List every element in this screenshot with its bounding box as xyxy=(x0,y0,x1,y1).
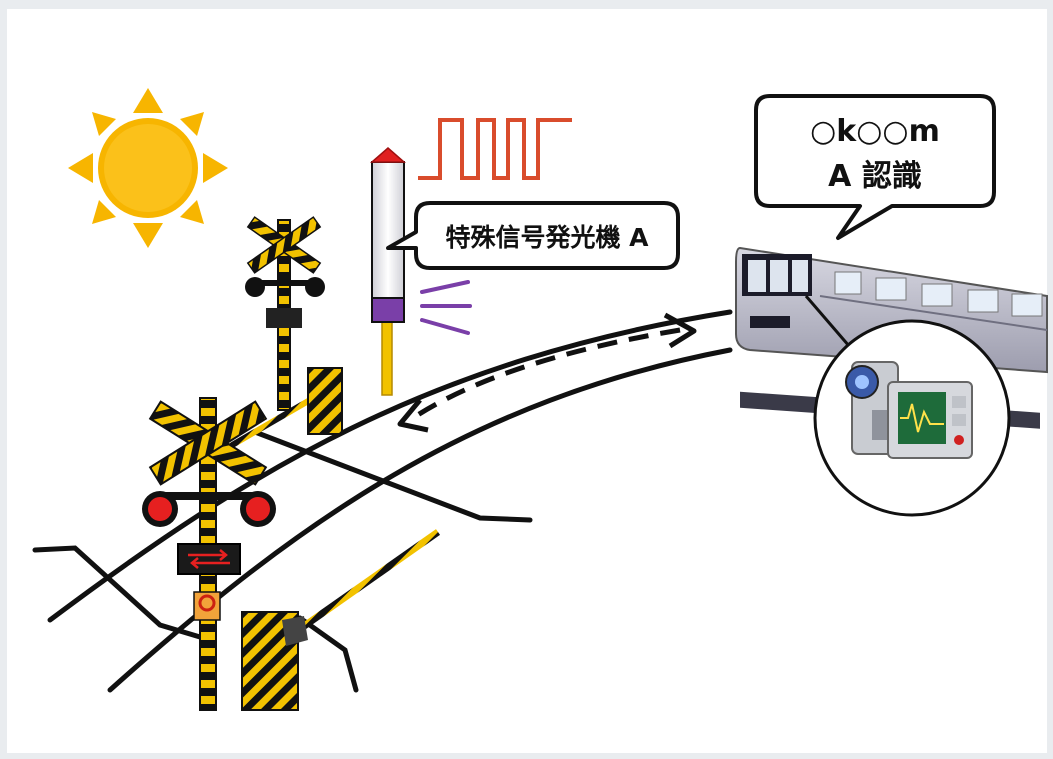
monitor-icon xyxy=(887,381,973,459)
crossing-signal-icon xyxy=(245,216,325,411)
sun-icon xyxy=(68,88,228,248)
emitter-label: 特殊信号発光機 A xyxy=(445,223,649,252)
dashed-arrow-icon xyxy=(397,312,697,433)
train-speech-bubble: ○k○○m A 認識 xyxy=(754,94,996,240)
train-recognition-line1: ○k○○m xyxy=(810,114,940,149)
special-signal-emitter-icon xyxy=(370,147,472,396)
onboard-equipment-callout xyxy=(804,295,1011,517)
barrier-gate-icon xyxy=(241,529,441,711)
crossing-signal-icon xyxy=(142,397,276,711)
train-recognition-line2: A 認識 xyxy=(828,159,922,194)
video-camera-icon xyxy=(845,361,899,455)
direction-arrow-icon xyxy=(188,549,230,569)
pulse-wave-icon xyxy=(418,118,572,180)
railway-track xyxy=(32,309,733,693)
emitted-light-rays xyxy=(420,280,472,335)
emitter-speech-bubble: 特殊信号発光機 A xyxy=(386,201,680,270)
